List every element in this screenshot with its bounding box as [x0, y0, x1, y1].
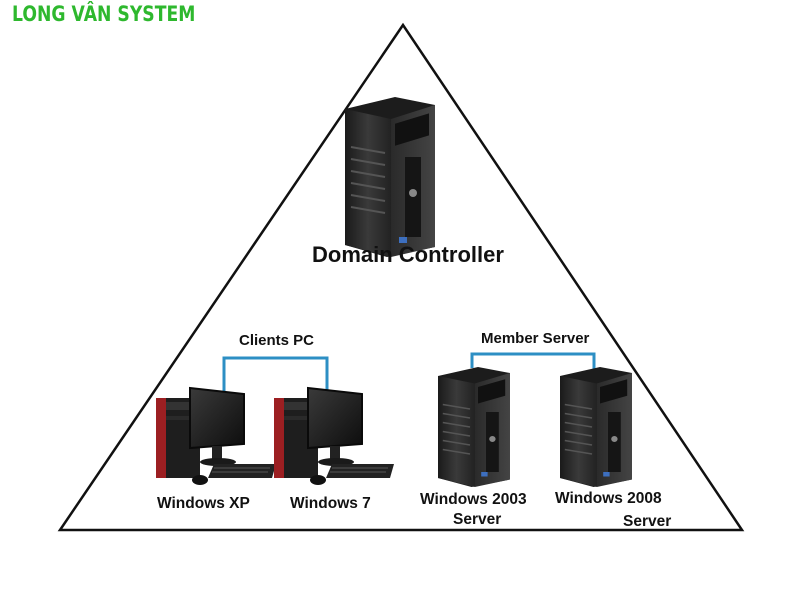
clients-pc-label: Clients PC	[239, 332, 315, 349]
windows-2003-label-line1: Windows 2003	[420, 491, 527, 508]
windows-2003-label-line2: Server	[453, 511, 502, 528]
windows-xp-label: Windows XP	[157, 495, 250, 512]
clients-link	[222, 356, 329, 402]
domain-controller-server	[344, 96, 436, 258]
windows-2003-server	[437, 366, 511, 488]
windows-2008-label-line1: Windows 2008	[555, 490, 662, 507]
windows-2008-server	[559, 366, 633, 488]
windows-2008-label-line2: Server	[623, 513, 672, 530]
member-server-link	[470, 352, 596, 370]
domain-controller-label: Domain Controller	[312, 242, 504, 267]
domain-triangle	[57, 22, 745, 532]
windows-7-pc	[273, 387, 395, 486]
watermark-logo: LONG VÂN SYSTEM	[12, 2, 196, 26]
windows-7-label: Windows 7	[290, 495, 371, 512]
member-server-label: Member Server	[481, 330, 590, 347]
windows-xp-pc	[155, 387, 277, 486]
